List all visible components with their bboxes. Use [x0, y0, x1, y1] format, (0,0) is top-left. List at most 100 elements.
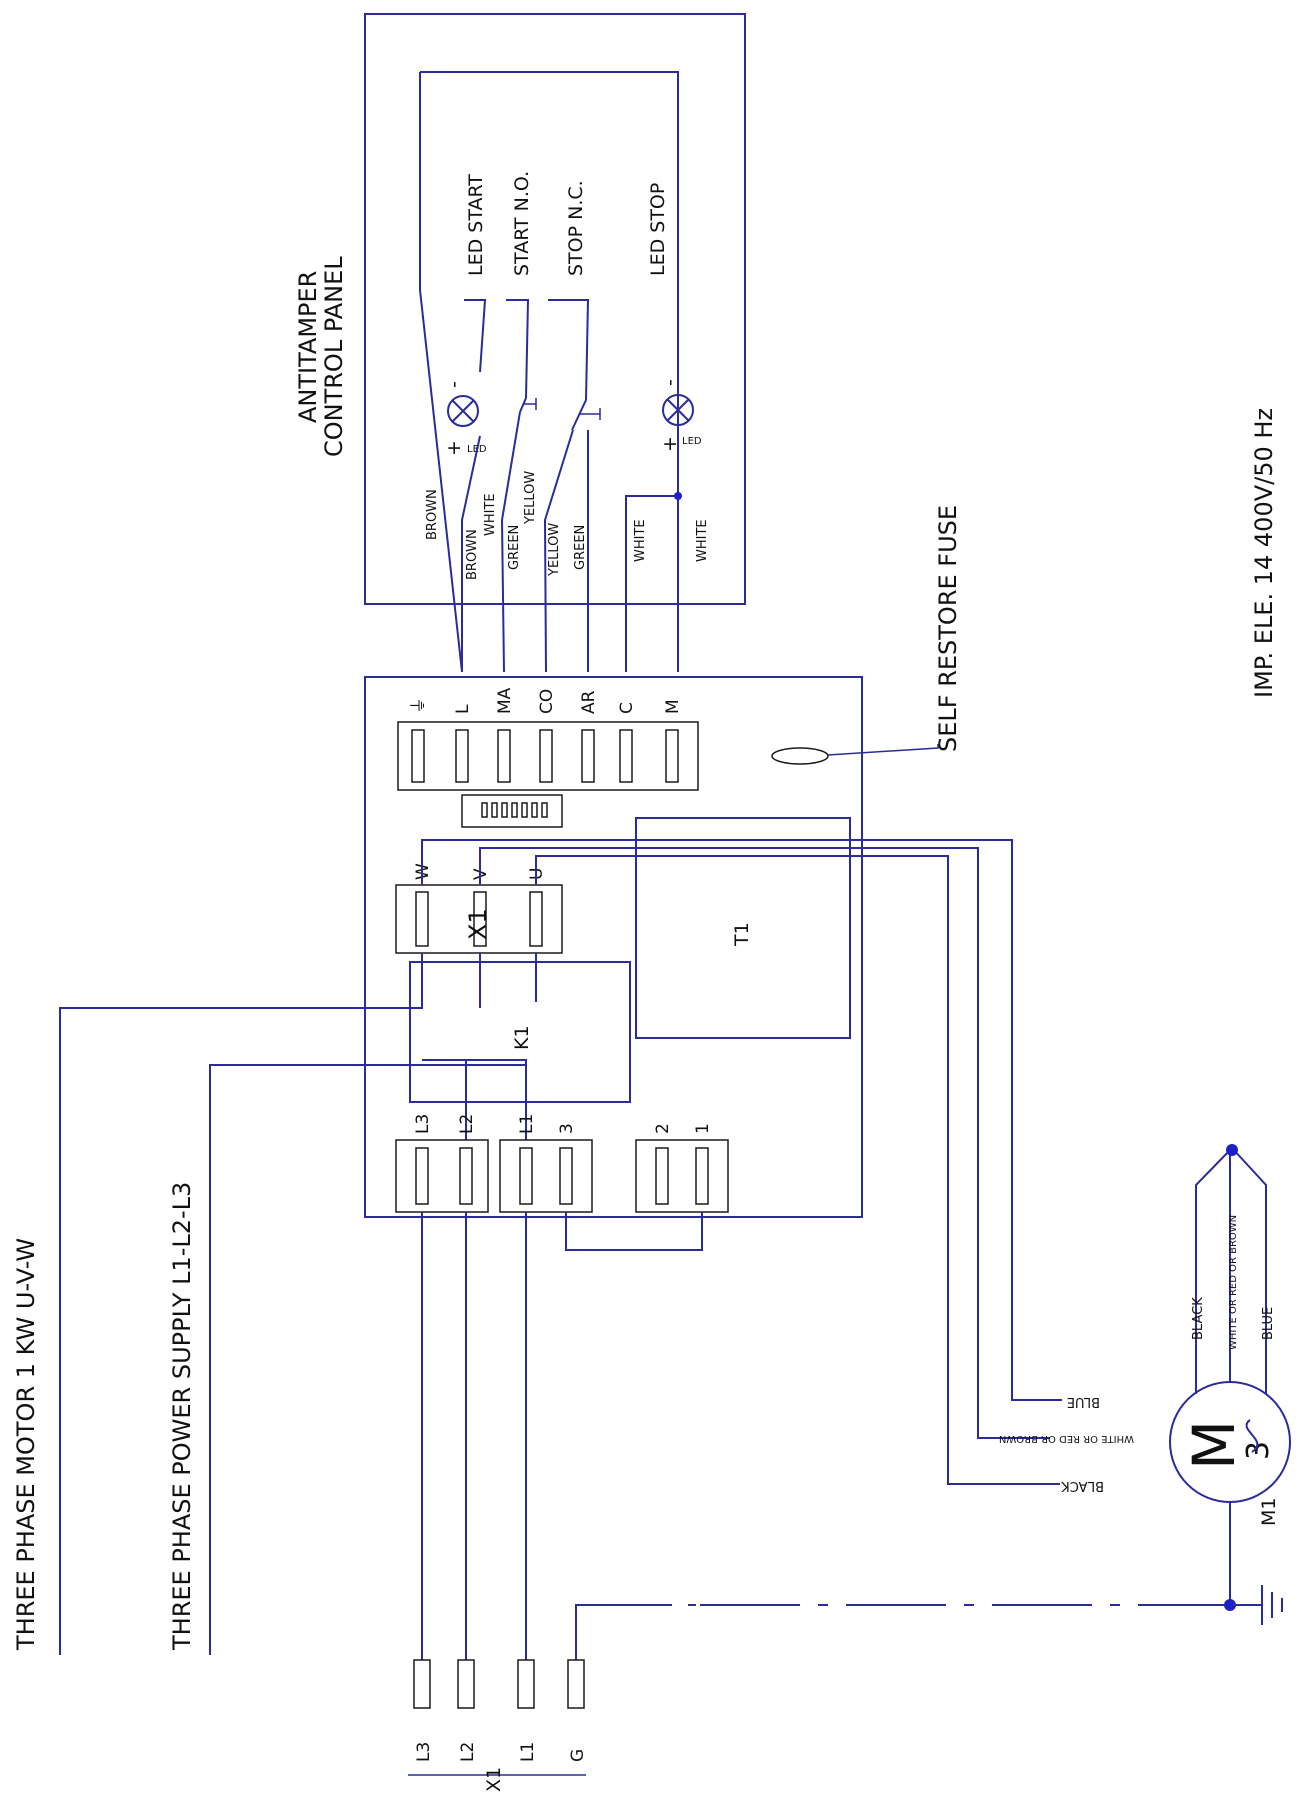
- earth-node: [1224, 1599, 1236, 1611]
- supply-terminal-label: L1: [518, 1742, 538, 1762]
- start-no-label: START N.O.: [511, 171, 533, 276]
- power-terminal-label: 2: [653, 1123, 673, 1134]
- x1-bottom-label: X1: [483, 1767, 505, 1792]
- supply-terminal-slot: [567, 1659, 585, 1709]
- panel-title-line2: CONTROL PANEL: [320, 256, 348, 457]
- control-terminal-slot: [455, 729, 469, 783]
- plus-2-label: +: [659, 436, 681, 452]
- led-stop-lamp-icon: [662, 394, 694, 426]
- start-switch-icon: [519, 397, 537, 413]
- motor-3-label: 3: [1241, 1441, 1276, 1460]
- m1-label: M1: [1258, 1498, 1280, 1526]
- three-phase-supply-label: THREE PHASE POWER SUPPLY L1-L2-L3: [168, 1182, 196, 1651]
- stop-nc-label: STOP N.C.: [565, 180, 587, 276]
- power-terminal-slot: [415, 1147, 429, 1205]
- k1-label: K1: [511, 1025, 533, 1050]
- power-terminal-label: L2: [457, 1114, 477, 1134]
- self-restore-fuse-icon: [771, 747, 829, 765]
- star-point-node: [1226, 1144, 1238, 1156]
- wire-yellow-1-label: YELLOW: [523, 471, 538, 525]
- wire-brown-2-label: BROWN: [465, 529, 480, 580]
- three-phase-motor-label: THREE PHASE MOTOR 1 KW U-V-W: [12, 1238, 40, 1651]
- x1-main-label: X1: [464, 908, 492, 940]
- transformer-t1: [635, 817, 851, 1039]
- motor-m1-icon: M 3: [1169, 1381, 1291, 1503]
- panel-title-line1: ANTITAMPER: [294, 271, 322, 423]
- control-terminal-slot: [581, 729, 595, 783]
- power-terminal-slot: [559, 1147, 573, 1205]
- stop-switch-icon: [571, 399, 601, 431]
- power-terminal-block-b: [499, 1139, 593, 1213]
- motor-terminal-slot: [473, 891, 487, 947]
- control-terminal-slot: [619, 729, 633, 783]
- control-terminal-label: M: [663, 699, 683, 714]
- mirror-blue-label: BLUE: [1067, 1394, 1100, 1409]
- junction-node: [674, 492, 682, 500]
- motor-terminal-slot: [529, 891, 543, 947]
- power-terminal-slot: [655, 1147, 669, 1205]
- power-terminal-label: 3: [557, 1123, 577, 1134]
- led-stop-label: LED STOP: [647, 183, 669, 276]
- control-terminal-label: L: [453, 704, 473, 714]
- power-terminal-label: L1: [517, 1114, 537, 1134]
- motor-m-label: M: [1180, 1420, 1248, 1470]
- led-2-label: LED: [682, 436, 702, 447]
- power-terminal-label: 1: [693, 1123, 713, 1134]
- wire-white-2-label: WHITE: [633, 519, 648, 562]
- control-terminal-slot: [665, 729, 679, 783]
- minus-2-label: -: [659, 379, 681, 386]
- control-terminal-label: C: [617, 702, 637, 714]
- supply-terminal-slot: [457, 1659, 475, 1709]
- control-terminal-label: CO: [537, 689, 557, 714]
- wire-yellow-2-label: YELLOW: [547, 523, 562, 577]
- t1-label: T1: [731, 922, 753, 947]
- power-terminal-block-a: [395, 1139, 489, 1213]
- power-terminal-slot: [459, 1147, 473, 1205]
- connector-pin: [481, 802, 488, 818]
- ground-icon: [1232, 1585, 1283, 1625]
- main-board-box: [364, 676, 863, 1218]
- connector-pin: [511, 802, 518, 818]
- plus-1-label: +: [443, 440, 465, 456]
- motor-terminal-slot: [415, 891, 429, 947]
- control-terminal-slot: [497, 729, 511, 783]
- supply-terminal-slot: [517, 1659, 535, 1709]
- supply-terminal-slot: [413, 1659, 431, 1709]
- control-terminal-label: AR: [579, 690, 599, 714]
- control-terminal-slot: [411, 729, 425, 783]
- wire-green-2-label: GREEN: [573, 525, 588, 570]
- imp-ele-label: IMP. ELE. 14 400V/50 Hz: [1250, 408, 1278, 698]
- self-restore-fuse-label: SELF RESTORE FUSE: [934, 505, 962, 752]
- control-terminal-label: ⏚: [409, 697, 429, 714]
- power-terminal-slot: [695, 1147, 709, 1205]
- connector-pin: [521, 802, 528, 818]
- control-terminal-label: MA: [495, 687, 515, 714]
- mirror-white-red-brown-label: WHITE OR RED OR BROWN: [999, 1433, 1134, 1444]
- supply-terminal-label: L3: [414, 1742, 434, 1762]
- led-start-lamp-icon: [447, 395, 479, 427]
- supply-terminal-label: L2: [458, 1742, 478, 1762]
- wire-white-3-label: WHITE: [695, 519, 710, 562]
- connector-pin: [501, 802, 508, 818]
- power-terminal-slot: [519, 1147, 533, 1205]
- mirror-black-label: BLACK: [1061, 1478, 1104, 1493]
- control-panel-box: [364, 13, 746, 605]
- wire-brown-1-label: BROWN: [425, 489, 440, 540]
- contactor-k1: [409, 961, 631, 1103]
- minus-1-label: -: [443, 381, 465, 388]
- control-terminal-slot: [539, 729, 553, 783]
- connector-pin: [541, 802, 548, 818]
- wire-white-1-label: WHITE: [483, 493, 498, 536]
- wire-green-1-label: GREEN: [507, 525, 522, 570]
- led-start-label: LED START: [465, 174, 487, 276]
- motor-wire-black: BLACK: [1191, 1297, 1206, 1340]
- connector-pin: [491, 802, 498, 818]
- motor-wire-blue: BLUE: [1261, 1307, 1276, 1340]
- led-1-label: LED: [467, 444, 487, 455]
- power-terminal-label: L3: [413, 1114, 433, 1134]
- power-terminal-block-c: [635, 1139, 729, 1213]
- supply-terminal-label: G: [568, 1749, 588, 1762]
- connector-pin: [531, 802, 538, 818]
- motor-wire-white-red-brown: WHITE OR RED OR BROWN: [1228, 1215, 1239, 1350]
